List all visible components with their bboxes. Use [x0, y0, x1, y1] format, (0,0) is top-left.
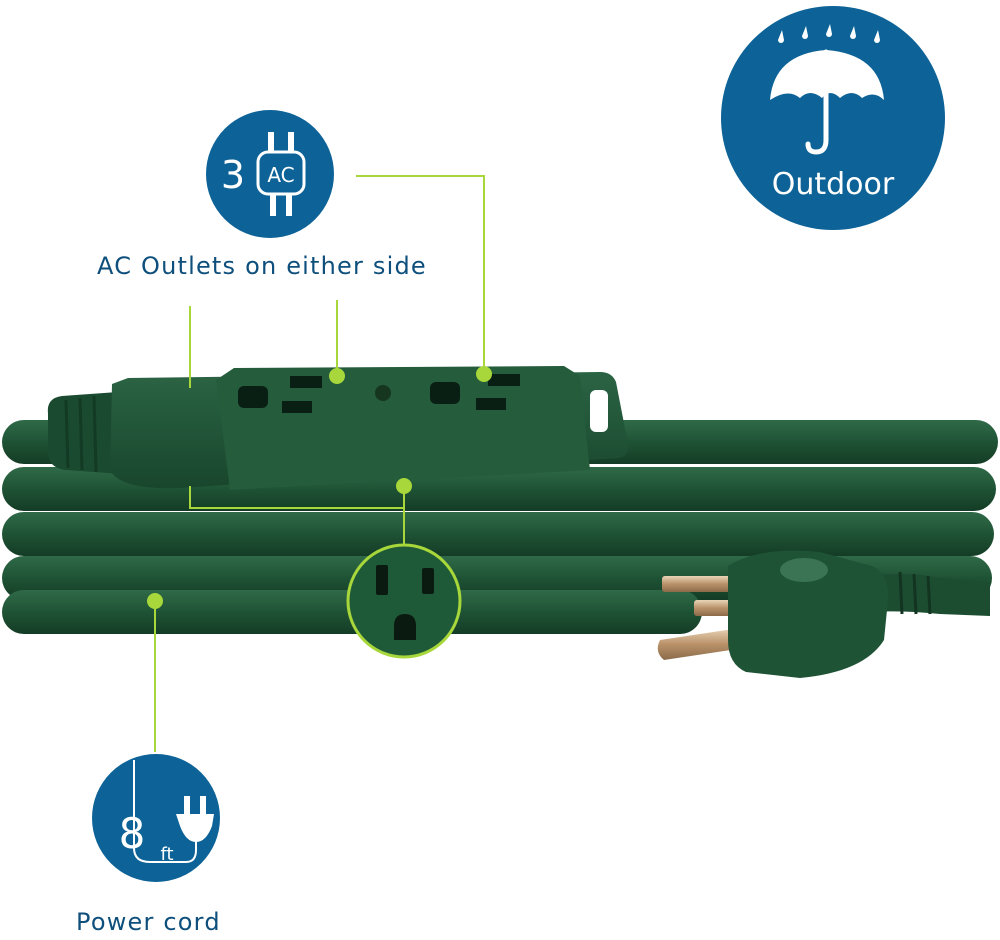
cord-loop-3 — [2, 512, 994, 556]
plug-prong-top — [662, 576, 736, 592]
outlet-zoom-slot-left — [376, 565, 388, 595]
plug-outline-leg-right — [286, 194, 292, 216]
outlets-unit: AC — [267, 163, 294, 187]
cord-badge: 8 ft — [92, 754, 220, 882]
cord-unit: ft — [160, 844, 173, 865]
umbrella-rain-icon — [770, 24, 884, 155]
plug — [657, 550, 990, 678]
plug-grip — [780, 558, 828, 582]
cord-plug-pin-right — [200, 796, 206, 814]
outlet-ground-2 — [430, 382, 460, 404]
outlet-zoom-circle — [346, 543, 462, 659]
outlet-zoom-ground — [394, 614, 416, 640]
outlet-slot-1b — [282, 401, 312, 413]
outlets-badge: 3 AC — [206, 110, 334, 238]
cord-caption: Power cord — [76, 908, 221, 936]
callout-line-outlets-right — [356, 175, 485, 374]
callout-dot-side — [396, 478, 412, 494]
outlet-zoom-slot-right — [422, 568, 434, 594]
plug-outline-pin-right — [288, 132, 294, 152]
plug-cord-icon — [133, 760, 214, 863]
cord-plug-pin-left — [184, 796, 190, 814]
outdoor-badge: Outdoor — [721, 6, 945, 230]
callout-dots — [147, 366, 492, 609]
plug-outline-pin-left — [268, 132, 274, 152]
outlet-zoom — [346, 543, 462, 659]
outlet-ground-1 — [238, 386, 268, 408]
outlets-count: 3 — [221, 153, 245, 197]
cord-line — [133, 760, 197, 863]
callout-dot-cord — [147, 593, 163, 609]
plug-strain-ridges — [898, 571, 932, 615]
outlet-slot-1a — [290, 376, 322, 388]
callout-line-bottom — [189, 486, 405, 509]
plug-cord-tail — [860, 574, 990, 616]
outlet-slot-2a — [488, 374, 520, 386]
outlet-slot-2b — [476, 398, 506, 410]
cord-length: 8 — [119, 809, 146, 858]
cord-plug-body — [176, 814, 214, 842]
outdoor-label: Outdoor — [772, 167, 895, 202]
strain-relief-ridges — [64, 395, 98, 473]
callout-lines — [154, 175, 485, 752]
plug-ground-pin — [657, 628, 744, 660]
callout-dot-outlet-1 — [329, 368, 345, 384]
raindrops — [778, 24, 880, 43]
outlets-badge-circle — [206, 110, 334, 238]
power-strip — [47, 366, 629, 490]
cord-badge-circle — [92, 754, 220, 882]
plug-body — [728, 550, 889, 678]
strip-outlets — [238, 374, 520, 413]
outlets-caption: AC Outlets on either side — [97, 252, 427, 280]
plug-outline-leg-left — [270, 194, 276, 216]
strip-top-panel — [216, 366, 590, 490]
plug-outline-icon — [256, 132, 306, 216]
strip-center-dot — [375, 385, 391, 401]
strip-hang-hole — [590, 390, 608, 432]
umbrella-handle — [805, 49, 829, 155]
plug-outline-body — [256, 150, 306, 196]
outdoor-badge-circle — [721, 6, 945, 230]
callout-dot-outlet-2 — [476, 366, 492, 382]
